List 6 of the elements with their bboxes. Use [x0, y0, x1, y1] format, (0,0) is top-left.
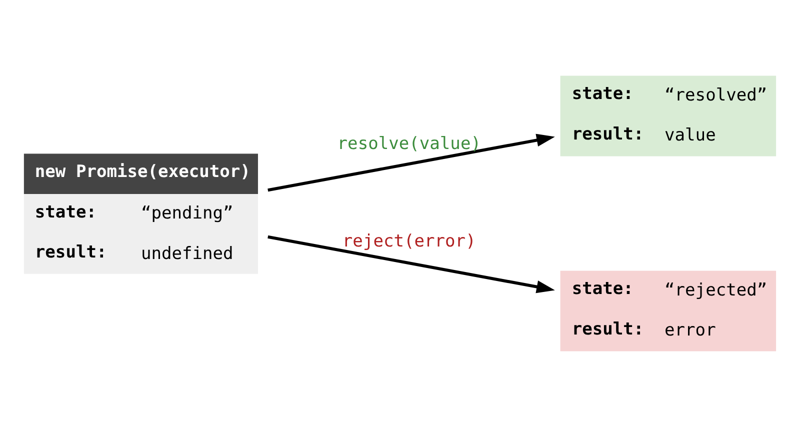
- node-box: state: “rejected” result: error: [560, 270, 776, 352]
- arrow: [268, 235, 555, 294]
- arrow: [268, 134, 555, 192]
- node-box: state: “resolved” result: value: [560, 76, 776, 156]
- edge-label: resolve(value): [337, 134, 481, 154]
- edge-label: reject(error): [342, 232, 476, 252]
